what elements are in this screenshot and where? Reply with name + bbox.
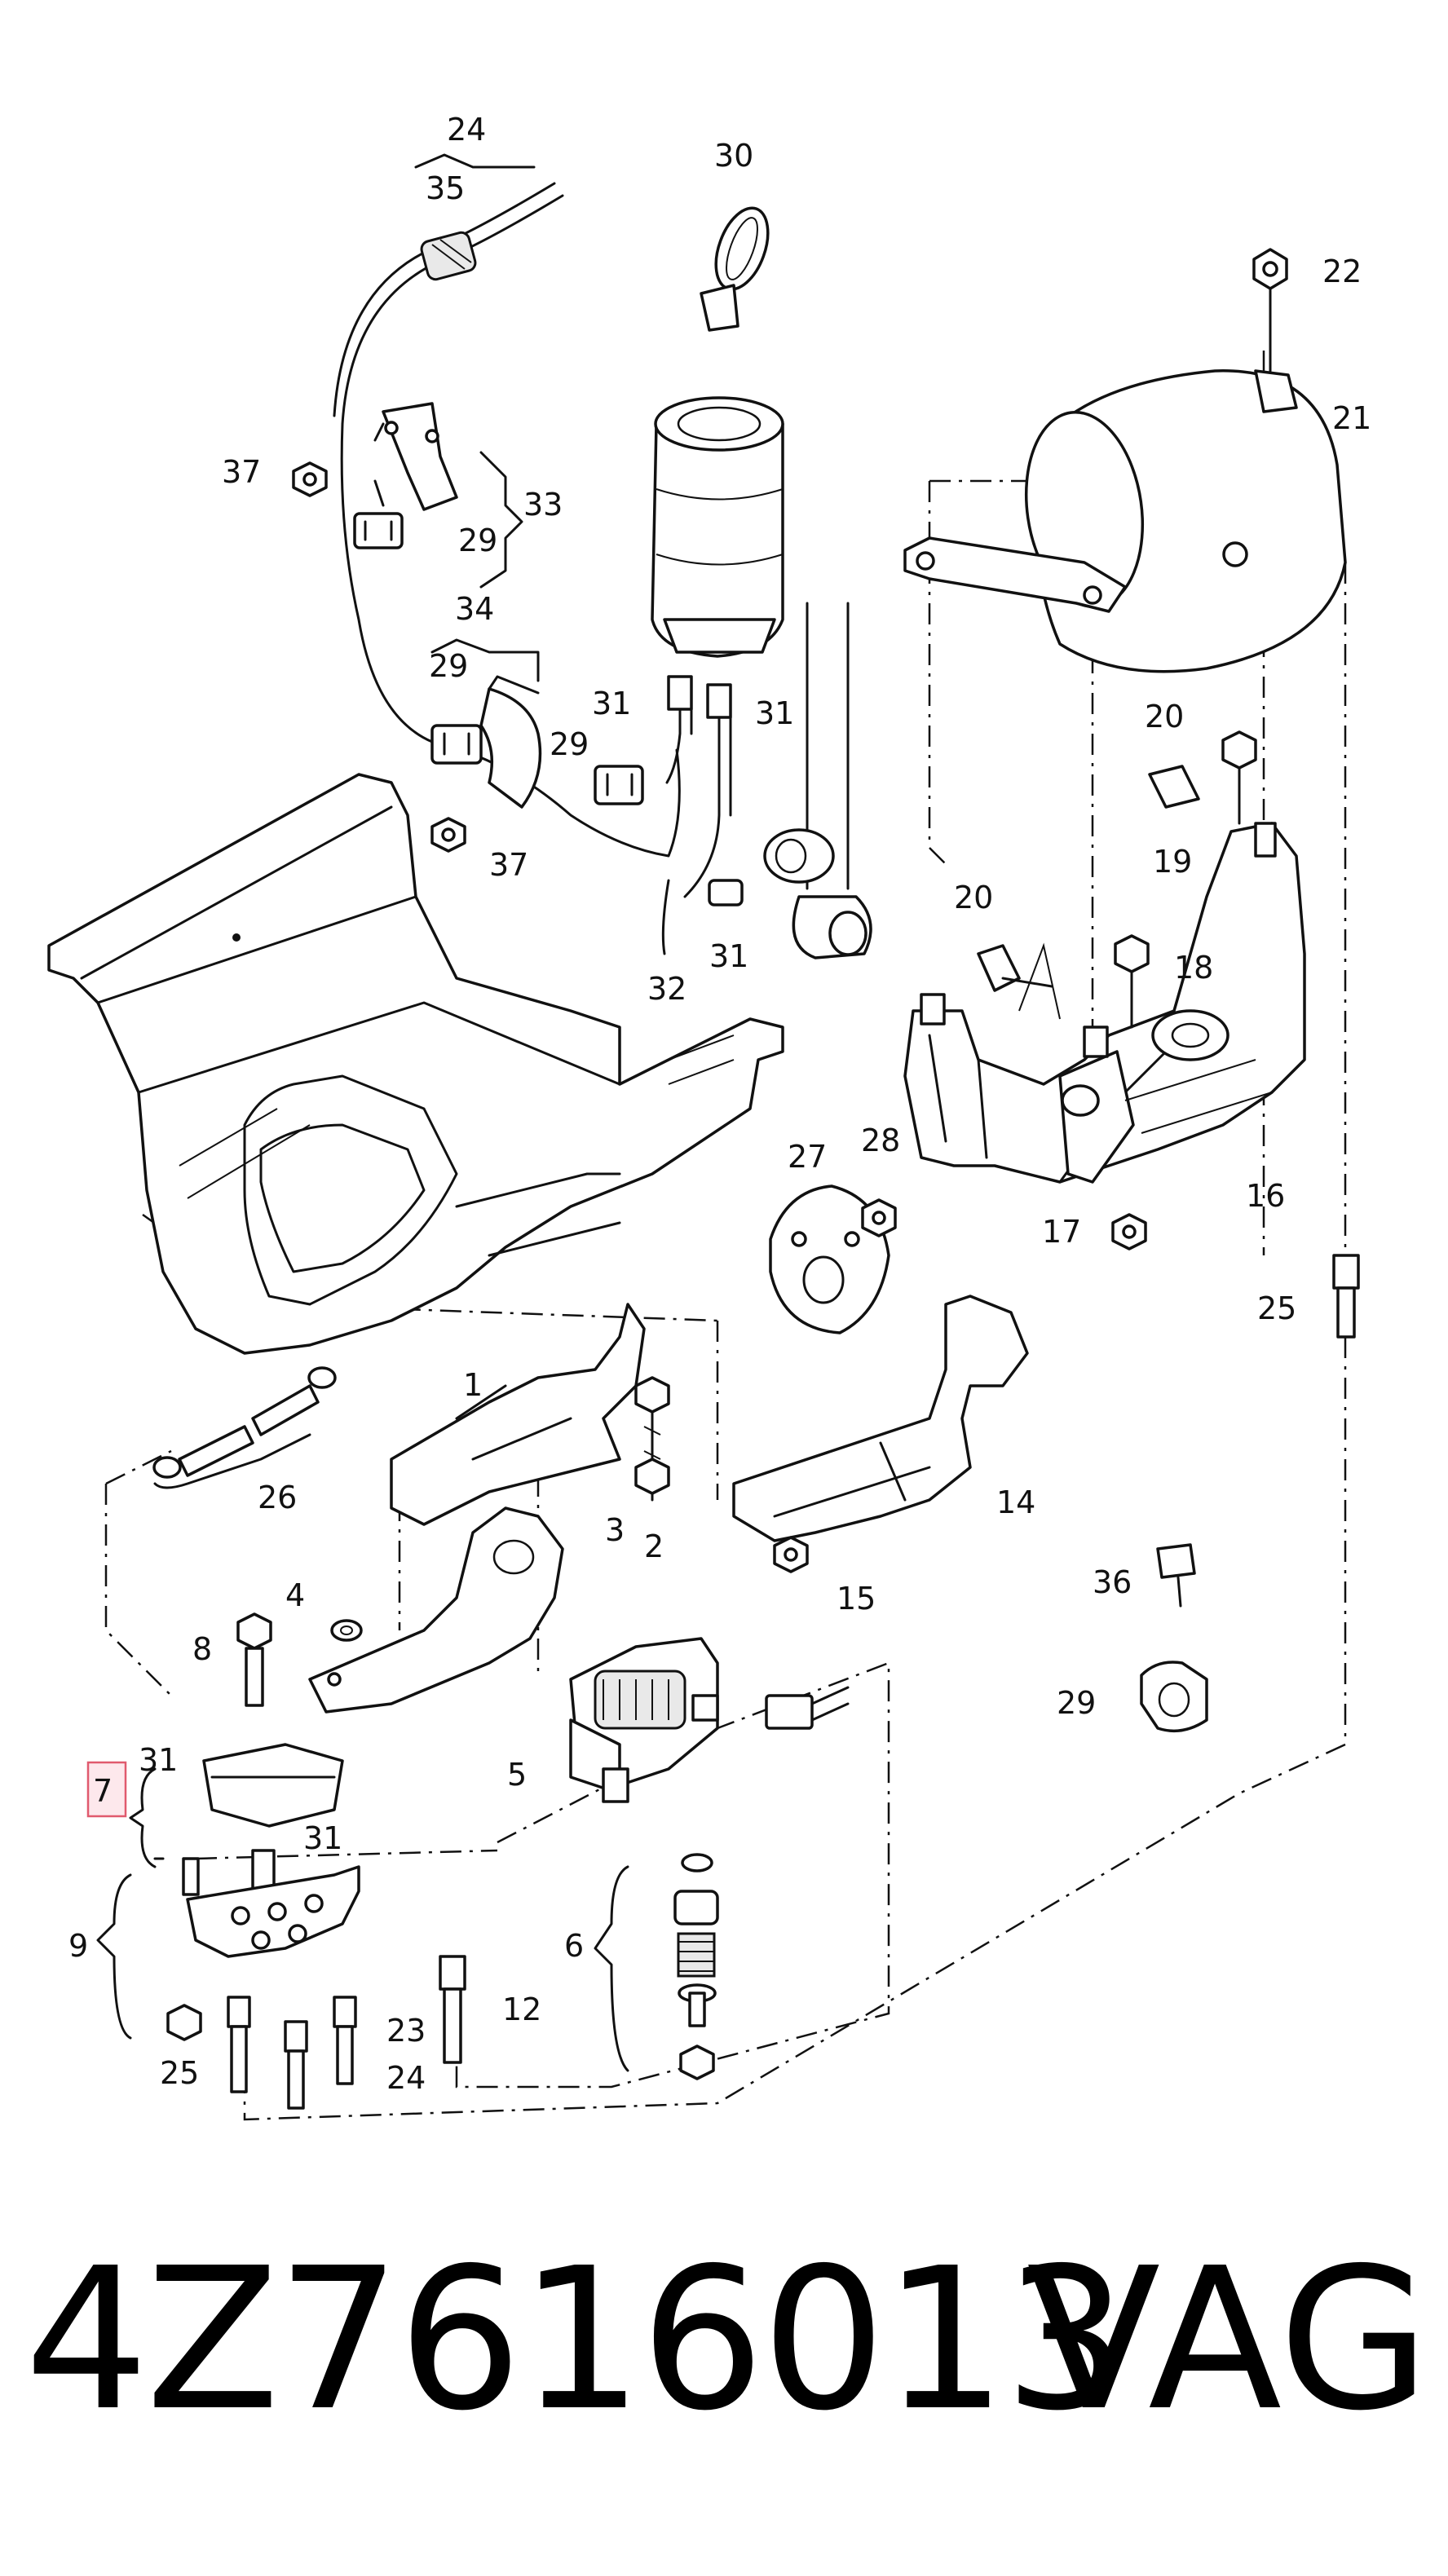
callout-29-c: 29 [550, 726, 589, 762]
air-line-assembly [292, 182, 681, 858]
callout-8: 8 [192, 1631, 212, 1667]
callout-37-a: 37 [222, 454, 261, 490]
exploded-parts-diagram: 1 2 3 4 5 6 7 8 9 12 14 15 16 17 18 19 2… [47, 112, 1371, 2121]
callout-4: 4 [285, 1577, 305, 1613]
diagram-canvas: 1 2 3 4 5 6 7 8 9 12 14 15 16 17 18 19 2… [47, 112, 1371, 2121]
callout-17: 17 [1042, 1214, 1081, 1250]
callout-29-a: 29 [458, 523, 497, 558]
rubber-mount [769, 1184, 897, 1334]
callout-24-top: 24 [447, 112, 486, 148]
callout-19: 19 [1153, 844, 1192, 880]
callout-31-e: 31 [303, 1820, 342, 1856]
compressor [569, 1637, 719, 1803]
callout-9: 9 [68, 1928, 88, 1964]
callout-33: 33 [523, 487, 563, 523]
footer: 4Z7616013 VAG [0, 2217, 1448, 2511]
callout-25-bottom: 25 [160, 2055, 199, 2091]
mounting-plate [236, 1506, 564, 1714]
mounting-bracket [390, 1303, 670, 1526]
callout-21: 21 [1332, 400, 1371, 436]
callout-26: 26 [258, 1480, 297, 1515]
callout-16: 16 [1246, 1178, 1285, 1214]
callout-27: 27 [788, 1139, 827, 1175]
callout-37-b: 37 [489, 847, 528, 883]
callout-29-d: 29 [1057, 1685, 1096, 1721]
callout-28: 28 [861, 1123, 900, 1158]
heat-shield [732, 1295, 1029, 1573]
callout-32: 32 [647, 971, 686, 1007]
callout-1: 1 [463, 1367, 483, 1403]
callout-31-c: 31 [709, 938, 748, 974]
pressure-reservoir [903, 248, 1347, 673]
callout-36: 36 [1093, 1564, 1132, 1600]
valve-block [182, 1743, 344, 1896]
hardware-stack [673, 1853, 719, 2080]
callout-31-a: 31 [592, 686, 631, 721]
reservoir-bracket [903, 730, 1306, 1251]
callout-22: 22 [1322, 254, 1362, 289]
brand-label: VAG [1026, 2225, 1430, 2454]
air-spring [651, 396, 784, 955]
fitting-bracket [166, 1865, 466, 2110]
tray-housing [47, 773, 784, 1355]
callout-31-b: 31 [755, 695, 794, 731]
callout-15: 15 [837, 1581, 876, 1617]
callout-30: 30 [714, 138, 753, 174]
hose-set [152, 1366, 337, 1479]
callout-34: 34 [455, 591, 494, 627]
pressure-sensor [765, 1686, 850, 1730]
callout-6: 6 [564, 1928, 584, 1964]
callout-7: 7 [93, 1773, 113, 1809]
callout-3: 3 [605, 1512, 625, 1548]
callout-20-upper: 20 [1145, 699, 1184, 734]
cable-tie [700, 206, 770, 332]
callout-24-bottom: 24 [386, 2060, 426, 2096]
callout-5: 5 [507, 1757, 527, 1793]
callout-2: 2 [644, 1528, 664, 1564]
callout-14: 14 [996, 1484, 1035, 1520]
right-stud [1332, 1254, 1360, 1339]
callout-31-d: 31 [139, 1742, 178, 1778]
part-number: 4Z7616013 [24, 2225, 1128, 2454]
callout-18: 18 [1174, 950, 1213, 986]
callout-35: 35 [426, 170, 465, 206]
shock-absorber [763, 602, 872, 959]
callout-7-highlight [86, 1761, 127, 1818]
callout-20-lower: 20 [954, 880, 993, 915]
callout-29-b: 29 [429, 648, 468, 684]
small-clips [1140, 1543, 1208, 1733]
callout-12: 12 [502, 1992, 541, 2027]
callout-labels: 1 2 3 4 5 6 7 8 9 12 14 15 16 17 18 19 2… [68, 112, 1371, 2096]
callout-23: 23 [386, 2013, 426, 2049]
callout-25-right: 25 [1257, 1290, 1296, 1326]
group-braces [96, 153, 629, 2072]
